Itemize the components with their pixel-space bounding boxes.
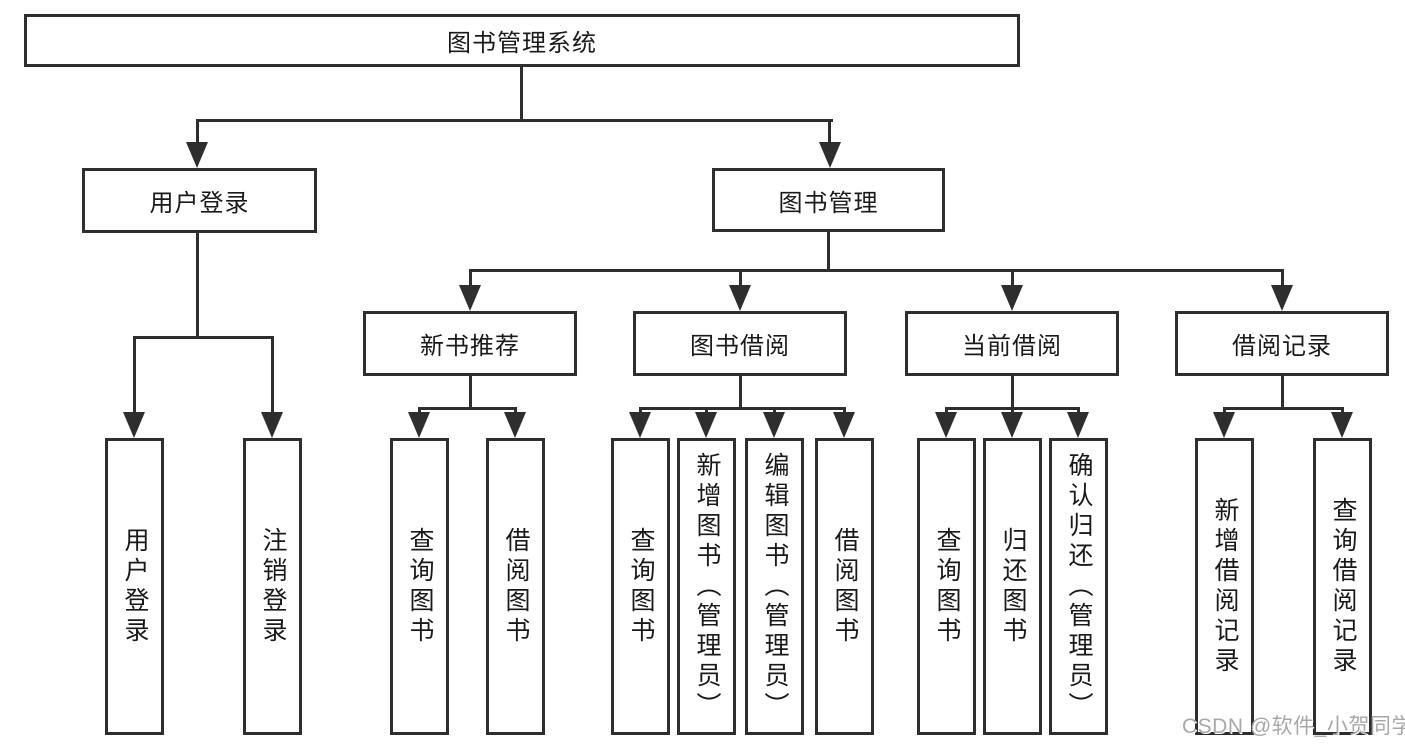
leaf-borrow-borrow-books: 借阅图书	[815, 438, 874, 735]
arrowhead-icon	[1271, 285, 1293, 311]
connector-line	[514, 407, 517, 416]
arrowhead-icon	[629, 412, 651, 438]
connector-line	[1011, 407, 1014, 416]
connector-line	[1223, 407, 1344, 410]
leaf-user-login: 用户登录	[105, 438, 164, 735]
node-label: 归还图书	[999, 526, 1027, 647]
connector-line	[1223, 407, 1226, 416]
node-new-book-recommend: 新书推荐	[363, 311, 577, 376]
node-label: 借阅图书	[831, 526, 859, 647]
connector-line	[739, 269, 742, 289]
leaf-current-return-books: 归还图书	[983, 438, 1042, 735]
connector-line	[1011, 269, 1014, 289]
arrowhead-icon	[1067, 412, 1089, 438]
connector-line	[469, 269, 1284, 272]
connector-line	[133, 336, 136, 416]
connector-line	[196, 119, 833, 122]
arrowhead-icon	[695, 412, 717, 438]
leaf-borrow-add-books-admin: 新增图书（管理员）	[677, 438, 736, 735]
leaf-recommend-query-books: 查询图书	[390, 438, 449, 735]
node-label: 查询图书	[933, 526, 961, 647]
arrowhead-icon	[186, 142, 208, 168]
connector-line	[418, 407, 421, 416]
csdn-watermark: CSDN @软件_小贺同学	[1182, 715, 1405, 738]
arrowhead-icon	[935, 412, 957, 438]
node-label: 用户登录	[149, 190, 250, 217]
connector-line	[520, 67, 523, 122]
arrowhead-icon	[763, 412, 785, 438]
node-label: 借阅记录	[1232, 333, 1332, 360]
node-user-login: 用户登录	[82, 168, 317, 233]
connector-line	[1077, 407, 1080, 416]
connector-line	[133, 336, 274, 339]
arrowhead-icon	[123, 412, 145, 438]
connector-line	[1341, 407, 1344, 416]
node-label: 查询图书	[627, 526, 655, 647]
connector-line	[271, 336, 274, 416]
connector-line	[1281, 269, 1284, 289]
node-label: 新增借阅记录	[1211, 496, 1239, 677]
arrowhead-icon	[729, 285, 751, 311]
connector-line	[196, 233, 199, 339]
node-library-system: 图书管理系统	[24, 14, 1020, 67]
node-book-management: 图书管理	[712, 168, 945, 232]
connector-line	[469, 376, 472, 410]
connector-line	[843, 407, 846, 416]
leaf-current-query-books: 查询图书	[917, 438, 976, 735]
arrowhead-icon	[408, 412, 430, 438]
arrowhead-icon	[1331, 412, 1353, 438]
node-label: 图书管理系统	[447, 30, 597, 57]
connector-line	[418, 407, 517, 410]
node-label: 注销登录	[259, 526, 287, 647]
arrowhead-icon	[261, 412, 283, 438]
node-label: 查询借阅记录	[1329, 496, 1357, 677]
arrowhead-icon	[833, 412, 855, 438]
node-borrow-records: 借阅记录	[1175, 311, 1389, 376]
connector-line	[639, 407, 846, 410]
leaf-logout: 注销登录	[243, 438, 302, 735]
arrowhead-icon	[1001, 285, 1023, 311]
node-current-borrow: 当前借阅	[905, 311, 1119, 376]
arrowhead-icon	[819, 142, 841, 168]
connector-line	[945, 407, 948, 416]
connector-line	[705, 407, 708, 416]
leaf-recommend-borrow-books: 借阅图书	[486, 438, 545, 735]
connector-line	[828, 119, 831, 146]
node-label: 用户登录	[121, 526, 149, 647]
connector-line	[639, 407, 642, 416]
arrowhead-icon	[459, 285, 481, 311]
node-label: 当前借阅	[962, 333, 1062, 360]
arrowhead-icon	[504, 412, 526, 438]
connector-line	[739, 376, 742, 410]
connector-line	[1281, 376, 1284, 410]
leaf-records-query-record: 查询借阅记录	[1313, 438, 1372, 735]
arrowhead-icon	[1001, 412, 1023, 438]
node-label: 确认归还（管理员）	[1065, 451, 1093, 722]
leaf-current-confirm-return-admin: 确认归还（管理员）	[1049, 438, 1108, 735]
node-label: 编辑图书（管理员）	[761, 451, 789, 722]
leaf-borrow-query-books: 查询图书	[611, 438, 670, 735]
node-label: 图书借阅	[690, 333, 790, 360]
arrowhead-icon	[1213, 412, 1235, 438]
node-label: 图书管理	[778, 189, 879, 217]
node-label: 借阅图书	[502, 526, 530, 647]
connector-line	[469, 269, 472, 289]
node-book-borrow: 图书借阅	[633, 311, 847, 376]
connector-line	[1011, 376, 1014, 410]
node-label: 新增图书（管理员）	[693, 451, 721, 722]
node-label: 查询图书	[406, 526, 434, 647]
connector-line	[773, 407, 776, 416]
connector-line	[827, 232, 830, 272]
leaf-records-add-record: 新增借阅记录	[1195, 438, 1254, 735]
connector-line	[196, 119, 199, 146]
node-label: 新书推荐	[420, 333, 520, 360]
leaf-borrow-edit-books-admin: 编辑图书（管理员）	[745, 438, 804, 735]
